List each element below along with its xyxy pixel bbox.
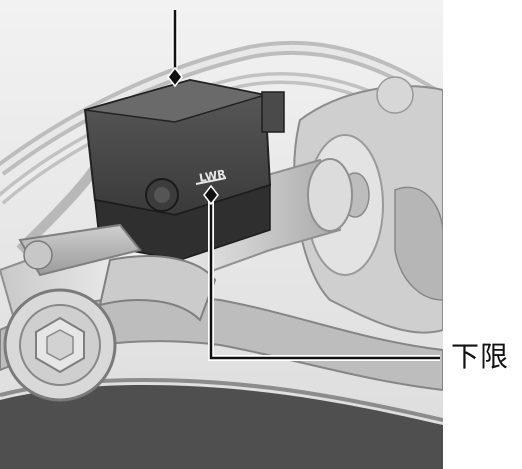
lower-limit-label: 下限 <box>451 340 510 373</box>
lwr-mark: LWR <box>198 167 227 185</box>
